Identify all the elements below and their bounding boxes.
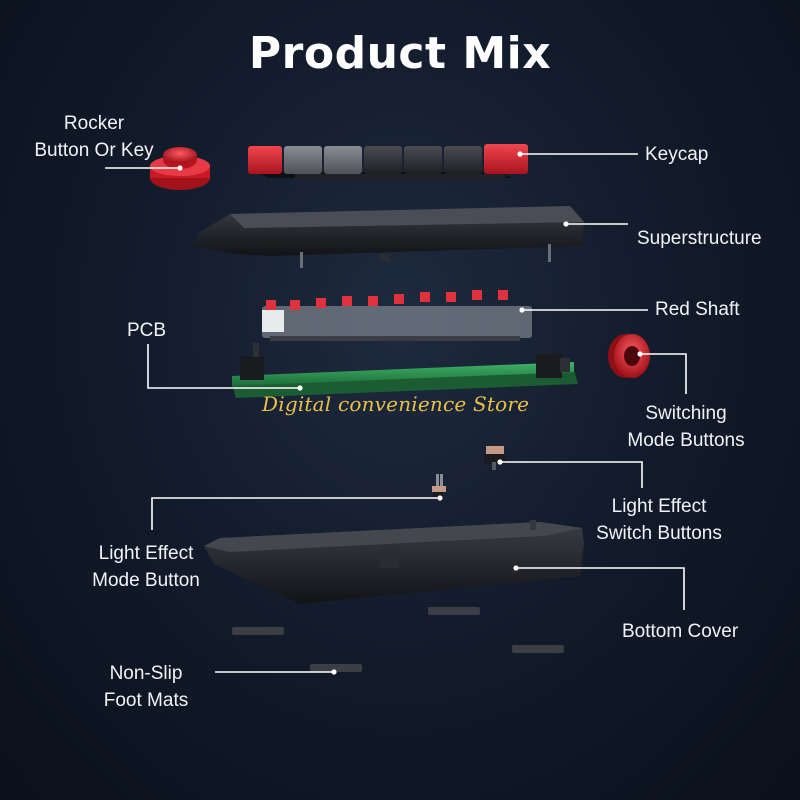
red-shaft-part: [262, 290, 532, 341]
label-line: Rocker: [63, 113, 125, 134]
label-line: Foot Mats: [103, 690, 189, 711]
label-line: Switch Buttons: [596, 523, 722, 544]
label-rocker-button: Rocker Button Or Key: [24, 110, 164, 164]
label-bottom-cover: Bottom Cover: [622, 618, 738, 645]
leader-dots: [177, 151, 643, 675]
label-red-shaft: Red Shaft: [655, 296, 740, 323]
label-line: Superstructure: [637, 228, 762, 249]
label-keycap: Keycap: [645, 141, 708, 168]
label-switching-mode-buttons: Switching Mode Buttons: [612, 400, 760, 454]
foot-mats-part: [232, 607, 564, 672]
superstructure-part: [192, 206, 584, 268]
label-light-effect-switch-buttons: Light Effect Switch Buttons: [584, 493, 734, 547]
page-title: Product Mix: [248, 28, 552, 79]
bottom-cover-part: [204, 520, 584, 604]
label-non-slip-foot-mats: Non-Slip Foot Mats: [92, 660, 200, 714]
label-line: Light Effect: [611, 496, 707, 517]
label-superstructure: Superstructure: [637, 225, 762, 252]
leader-lines: [105, 153, 687, 673]
label-line: Bottom Cover: [622, 621, 739, 642]
label-light-effect-mode-button: Light Effect Mode Button: [80, 540, 212, 594]
label-line: Switching: [645, 403, 727, 424]
light-effect-mode-part: [432, 474, 446, 498]
label-line: Non-Slip: [109, 663, 183, 684]
store-watermark: Digital convenience Store: [262, 392, 530, 416]
label-line: Light Effect: [98, 543, 194, 564]
keycap-row-part: [248, 144, 528, 180]
pcb-part: [232, 343, 578, 398]
label-line: Red Shaft: [655, 299, 740, 320]
label-pcb: PCB: [127, 317, 166, 344]
label-line: PCB: [127, 320, 167, 341]
light-effect-switch-part: [484, 446, 506, 470]
label-line: Button Or Key: [34, 140, 154, 161]
rocker-button-part: [150, 147, 210, 190]
switching-mode-wheel-part: [608, 334, 650, 378]
label-line: Keycap: [645, 144, 709, 165]
label-line: Mode Buttons: [627, 430, 745, 451]
label-line: Mode Button: [92, 570, 200, 591]
